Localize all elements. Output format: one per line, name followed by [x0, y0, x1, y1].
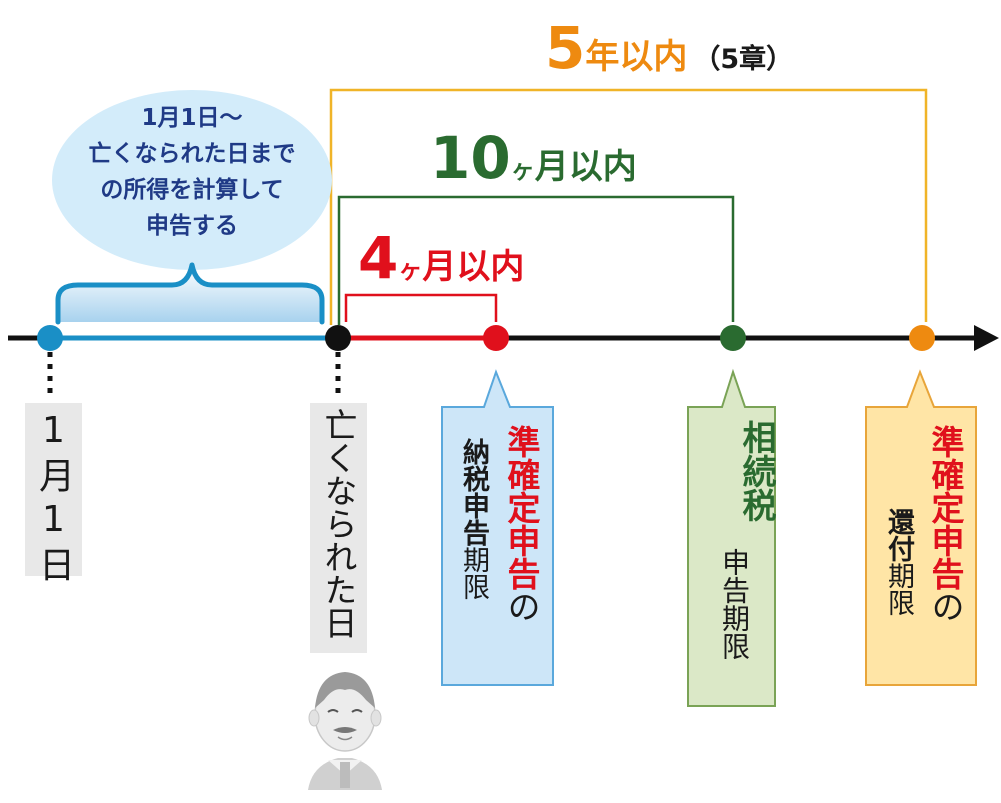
jan1-label-bg	[25, 403, 82, 576]
ten-month-bracket	[337, 195, 735, 325]
payment-subtitle-text: 納税申告	[458, 438, 489, 546]
income-calculation-note: 1月1日～ 亡くなられた日まで の所得を計算して 申告する	[52, 100, 332, 244]
refund-subtitle: 還付期限	[876, 508, 920, 616]
five-year-number: 5	[545, 14, 586, 82]
four-month-unit: 月以内	[422, 247, 525, 287]
inheritance-subtitle: 申告期限	[718, 548, 751, 660]
payment-subtitle: 納税申告期限	[451, 438, 495, 600]
refund-title-text: 準確定申告	[926, 425, 965, 590]
refund-subtitle-text: 還付	[883, 508, 914, 562]
refund-callout-box	[865, 369, 977, 686]
refund-subtitle-suffix: 期限	[883, 562, 914, 616]
four-month-number: 4	[358, 224, 399, 292]
note-bubble	[52, 90, 332, 270]
death-date-label: 亡くなられた日	[319, 408, 358, 639]
note-line-4: 申告する	[146, 213, 238, 239]
ten-month-heading: 10ヶ月以内	[430, 128, 637, 188]
five-year-heading: 5年以内（5章）	[545, 18, 793, 78]
four-month-ke: ヶ	[398, 256, 423, 284]
five-year-bracket	[329, 88, 928, 325]
payment-subtitle-suffix: 期限	[458, 546, 489, 600]
marker-jan1	[37, 325, 63, 351]
payment-title-text: 準確定申告	[502, 425, 541, 590]
payment-title: 準確定申告の	[496, 425, 546, 623]
marker-refund	[909, 325, 935, 351]
marker-inheritance	[720, 325, 746, 351]
inheritance-title: 相続税	[736, 420, 776, 522]
ten-month-number: 10	[430, 124, 511, 192]
ten-month-ke: ヶ	[510, 156, 535, 184]
marker-payment	[483, 325, 509, 351]
inheritance-callout-box	[687, 368, 776, 707]
note-line-1: 1月1日～	[141, 105, 243, 131]
marker-death	[325, 325, 351, 351]
four-month-heading: 4ヶ月以内	[358, 228, 524, 288]
timeline-arrowhead	[974, 325, 999, 351]
note-line-2: 亡くなられた日まで	[88, 141, 296, 167]
payment-title-suffix: の	[502, 590, 541, 623]
payment-callout-box	[441, 369, 554, 686]
death-label-bg	[310, 403, 367, 653]
jan1-label: 1月1日	[33, 410, 74, 588]
five-year-unit: 年以内	[585, 37, 688, 77]
four-month-bracket	[344, 293, 498, 322]
refund-title: 準確定申告の	[920, 425, 970, 623]
deceased-person-illustration	[308, 672, 382, 790]
refund-title-suffix: の	[926, 590, 965, 623]
note-line-3: の所得を計算して	[100, 177, 284, 203]
ten-month-unit: 月以内	[534, 147, 637, 187]
period-brace	[58, 265, 322, 322]
five-year-note: （5章）	[693, 44, 794, 75]
